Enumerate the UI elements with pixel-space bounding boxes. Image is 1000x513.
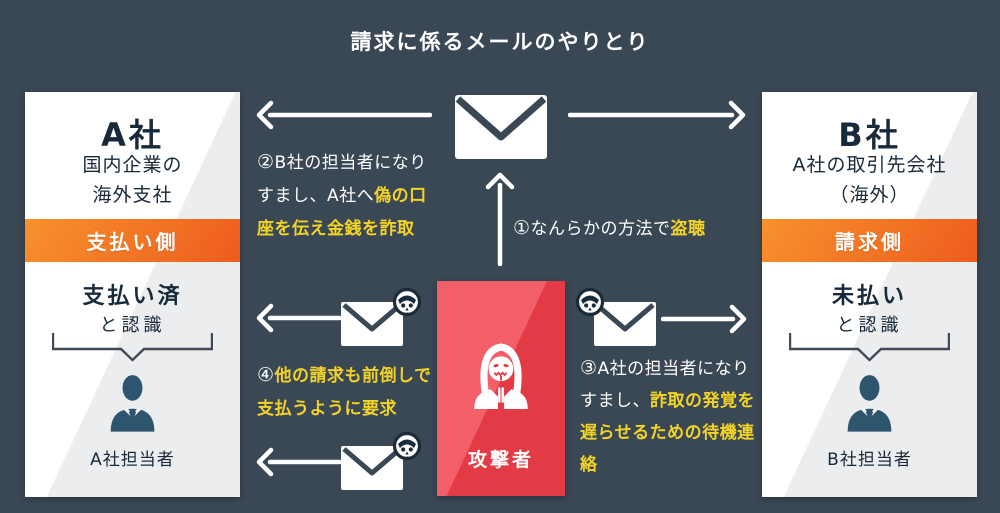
step1-number: ① — [513, 217, 531, 239]
step3-highlight: 詐取の発覚を遅らせるための待機連絡 — [580, 391, 755, 475]
company-b-description: A社の取引先会社 （海外） — [762, 150, 977, 210]
step4-annotation: ④他の請求も前倒しで支払うように要求 — [257, 359, 433, 426]
company-b-person-label: B社担当者 — [827, 450, 912, 470]
attacker-box: 攻撃者 — [437, 281, 565, 496]
skull-mail-icon — [341, 288, 422, 346]
company-a-status-sub: と認識 — [99, 315, 166, 336]
company-a-box: A社 国内企業の 海外支社 支払い側 支払い済 と認識 A社担当者 — [25, 92, 240, 497]
person-icon — [110, 375, 155, 432]
skull-mail-icon — [575, 288, 656, 346]
arrow-up-eavesdrop-icon — [485, 172, 515, 266]
step2-highlight: 偽の口座を伝え金銭を詐取 — [257, 186, 427, 239]
company-b-status: 未払い と認識 — [762, 282, 977, 340]
arrow-fake-mail-to-a-icon — [256, 303, 342, 333]
company-b-role-band: 請求側 — [762, 219, 977, 262]
company-a-role-label: 支払い側 — [86, 230, 179, 254]
step4-highlight: 他の請求も前倒しで支払うように要求 — [257, 366, 432, 419]
step3-annotation: ③A社の担当者になりすまし、詐取の発覚を遅らせるための待機連絡 — [580, 352, 758, 481]
attacker-label: 攻撃者 — [467, 449, 534, 471]
step2-text: B社の担当者になりすまし、A社へ — [257, 153, 427, 206]
company-b-box: B社 A社の取引先会社 （海外） 請求側 未払い と認識 B社担当者 — [762, 92, 977, 497]
hooded-hacker-icon — [474, 343, 528, 409]
step1-annotation: ①なんらかの方法で盗聴 — [513, 212, 706, 246]
arrow-left-to-company-a-icon — [256, 100, 432, 130]
company-b-role-label: 請求側 — [835, 230, 904, 254]
step2-number: ② — [257, 151, 275, 173]
skull-mail-icon — [341, 432, 422, 490]
company-a-name: A社 — [101, 116, 164, 154]
company-a-description: 国内企業の 海外支社 — [25, 150, 240, 210]
company-b-status-main: 未払い — [831, 284, 907, 309]
mail-icon — [455, 95, 547, 159]
arrow-fake-mail-to-b-icon — [661, 304, 747, 334]
company-b-name: B社 — [838, 116, 901, 154]
step3-text: A社の担当者になりすまし、 — [580, 359, 750, 411]
company-b-desc-line2: （海外） — [829, 184, 910, 206]
company-b-desc-line1: A社の取引先会社 — [792, 154, 947, 176]
company-a-status: 支払い済 と認識 — [25, 282, 240, 340]
company-b-status-sub: と認識 — [836, 315, 903, 336]
diagram-title: 請求に係るメールのやりとり — [350, 30, 650, 54]
step1-highlight: 盗聴 — [670, 219, 706, 239]
step2-annotation: ②B社の担当者になりすまし、A社へ偽の口座を伝え金銭を詐取 — [257, 146, 435, 246]
company-a-desc-line1: 国内企業の — [82, 154, 183, 176]
company-a-role-band: 支払い側 — [25, 219, 240, 262]
step3-number: ③ — [580, 357, 598, 379]
company-a-desc-line2: 海外支社 — [92, 184, 173, 206]
step4-number: ④ — [257, 364, 275, 386]
company-a-person-label: A社担当者 — [90, 450, 175, 470]
company-a-status-main: 支払い済 — [82, 284, 183, 309]
brace-down-icon — [789, 333, 950, 362]
brace-down-icon — [52, 333, 213, 362]
person-icon — [847, 375, 892, 432]
arrow-fake-mail-to-a2-icon — [256, 447, 342, 477]
step1-text: なんらかの方法で — [530, 219, 671, 239]
arrow-right-to-company-b-icon — [568, 100, 746, 130]
